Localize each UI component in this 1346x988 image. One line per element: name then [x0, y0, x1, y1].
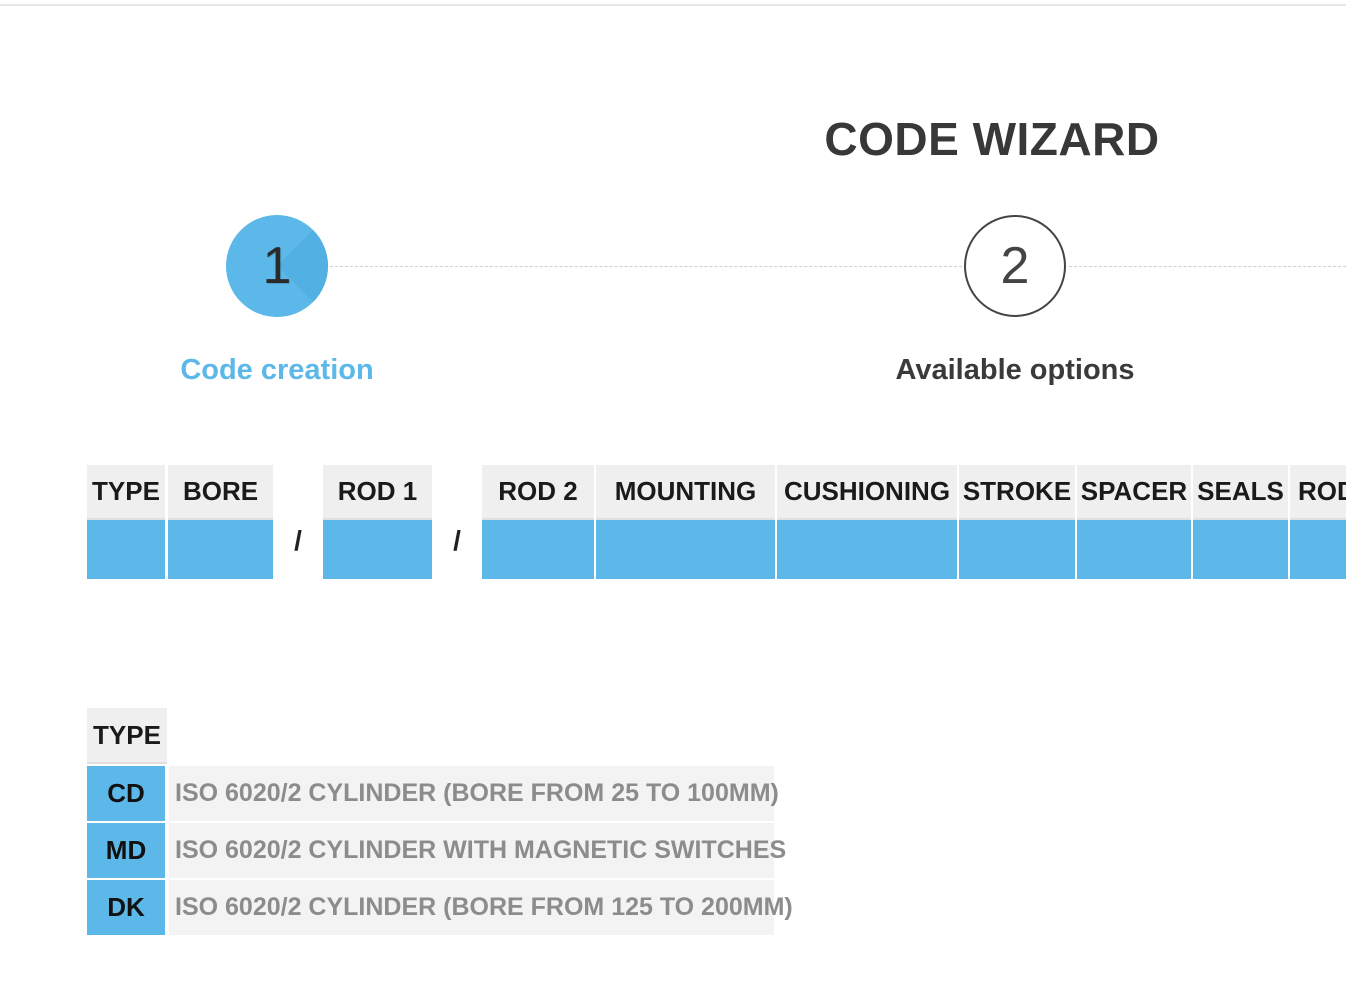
step-1-label[interactable]: Code creation	[180, 354, 374, 386]
code-cell-spacer[interactable]	[1077, 520, 1191, 579]
code-column-seals: SEALS	[1193, 465, 1288, 579]
type-option-description[interactable]: ISO 6020/2 CYLINDER WITH MAGNETIC SWITCH…	[169, 823, 786, 878]
code-separator: /	[453, 525, 461, 556]
code-column-rod-1: ROD 1	[323, 465, 432, 579]
step-2-label[interactable]: Available options	[895, 354, 1135, 386]
code-column-rod: ROD	[1290, 465, 1346, 579]
type-options-table: TYPE CD ISO 6020/2 CYLINDER (BORE FROM 2…	[87, 708, 793, 937]
column-header: BORE	[168, 465, 273, 520]
step-2-number: 2	[1000, 237, 1030, 295]
code-cell-seals[interactable]	[1193, 520, 1288, 579]
code-cell-mounting[interactable]	[596, 520, 775, 579]
step-1-circle[interactable]: 1	[226, 215, 328, 317]
step-2-circle[interactable]: 2	[964, 215, 1066, 317]
column-header: SPACER	[1077, 465, 1191, 520]
column-header: ROD 1	[323, 465, 432, 520]
code-cell-stroke[interactable]	[959, 520, 1075, 579]
column-header: ROD	[1290, 465, 1346, 520]
code-column-mounting: MOUNTING	[596, 465, 775, 579]
code-cell-bore[interactable]	[168, 520, 273, 579]
column-header: SEALS	[1193, 465, 1288, 520]
code-cell-rod-1[interactable]	[323, 520, 432, 579]
step-1-number: 1	[262, 237, 292, 295]
code-column-rod-2: ROD 2	[482, 465, 594, 579]
type-option-row[interactable]: MD ISO 6020/2 CYLINDER WITH MAGNETIC SWI…	[87, 823, 786, 880]
code-column-stroke: STROKE	[959, 465, 1075, 579]
type-option-row[interactable]: CD ISO 6020/2 CYLINDER (BORE FROM 25 TO …	[87, 766, 779, 823]
code-column-cushioning: CUSHIONING	[777, 465, 957, 579]
column-header: TYPE	[87, 465, 165, 520]
column-header: MOUNTING	[596, 465, 775, 520]
code-cell-cushioning[interactable]	[777, 520, 957, 579]
column-header: STROKE	[959, 465, 1075, 520]
step-connector	[1069, 266, 1346, 267]
code-cell-rod-2[interactable]	[482, 520, 594, 579]
code-column-type: TYPE	[87, 465, 165, 579]
type-option-code[interactable]: MD	[87, 823, 165, 878]
page-title: CODE WIZARD	[824, 113, 1160, 165]
code-separator: /	[294, 525, 302, 556]
type-option-description[interactable]: ISO 6020/2 CYLINDER (BORE FROM 25 TO 100…	[169, 766, 779, 821]
code-column-bore: BORE	[168, 465, 273, 579]
type-option-description[interactable]: ISO 6020/2 CYLINDER (BORE FROM 125 TO 20…	[169, 880, 793, 935]
column-header: ROD 2	[482, 465, 594, 520]
code-cell-rod[interactable]	[1290, 520, 1346, 579]
column-header: CUSHIONING	[777, 465, 957, 520]
top-divider	[0, 4, 1346, 6]
step-connector	[330, 266, 962, 267]
type-options-header: TYPE	[87, 708, 167, 764]
code-builder-table: TYPE BORE ROD 1 ROD 2 MOUNTING CUSHIONIN…	[0, 465, 1346, 581]
code-cell-type[interactable]	[87, 520, 165, 579]
code-column-spacer: SPACER	[1077, 465, 1191, 579]
type-option-row[interactable]: DK ISO 6020/2 CYLINDER (BORE FROM 125 TO…	[87, 880, 793, 937]
type-option-code[interactable]: CD	[87, 766, 165, 821]
type-option-code[interactable]: DK	[87, 880, 165, 935]
